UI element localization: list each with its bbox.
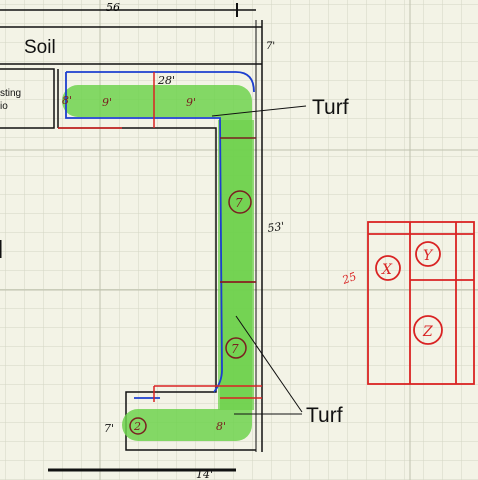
soil-area: Soil 7' (0, 20, 275, 452)
turf-label-upper: Turf (312, 96, 349, 119)
patio-label-line1: sting (0, 88, 21, 99)
existing-patio: sting io (0, 68, 55, 129)
dim-bottom-left: 7' (104, 422, 114, 435)
bottom-dimension: 14' (48, 468, 236, 480)
soil-label: Soil (24, 37, 56, 58)
dimension-labels: 8' 9' 9' 8' (62, 94, 226, 433)
red-mark-x: X (381, 262, 393, 278)
red-mark-y: Y (423, 248, 434, 264)
turf-vertical-strip (218, 120, 254, 410)
dim-upper-run: 28' (157, 74, 175, 87)
dim-bottom-width: 14' (196, 468, 213, 480)
patio-label-line2: io (0, 101, 8, 112)
bed-outline (57, 69, 256, 451)
dim-top-width: 56 (106, 1, 120, 14)
turf-callout-lines (211, 105, 307, 415)
dim-bottom-right: 8' (216, 420, 226, 433)
mark-bottom-left: 2 (133, 420, 141, 433)
mark-vertical-lower: 7 (231, 342, 239, 356)
red-mark-z: Z (422, 324, 433, 340)
dim-seg-a: 9' (102, 96, 112, 109)
red-dim-side: 25 (340, 270, 359, 287)
segment-markers (220, 137, 256, 283)
mark-vertical-upper: 7 (235, 196, 243, 210)
dim-top-right: 7' (266, 41, 275, 52)
top-dimension: 56 (0, 1, 256, 17)
dim-right-height: 53' (267, 220, 286, 235)
blue-edging (65, 71, 255, 399)
dim-left-small: 8' (62, 94, 72, 107)
turf-circle-marks (129, 190, 252, 435)
turf-label-lower: Turf (306, 404, 343, 427)
dim-seg-b: 9' (186, 96, 196, 109)
red-planter-box (367, 221, 475, 385)
